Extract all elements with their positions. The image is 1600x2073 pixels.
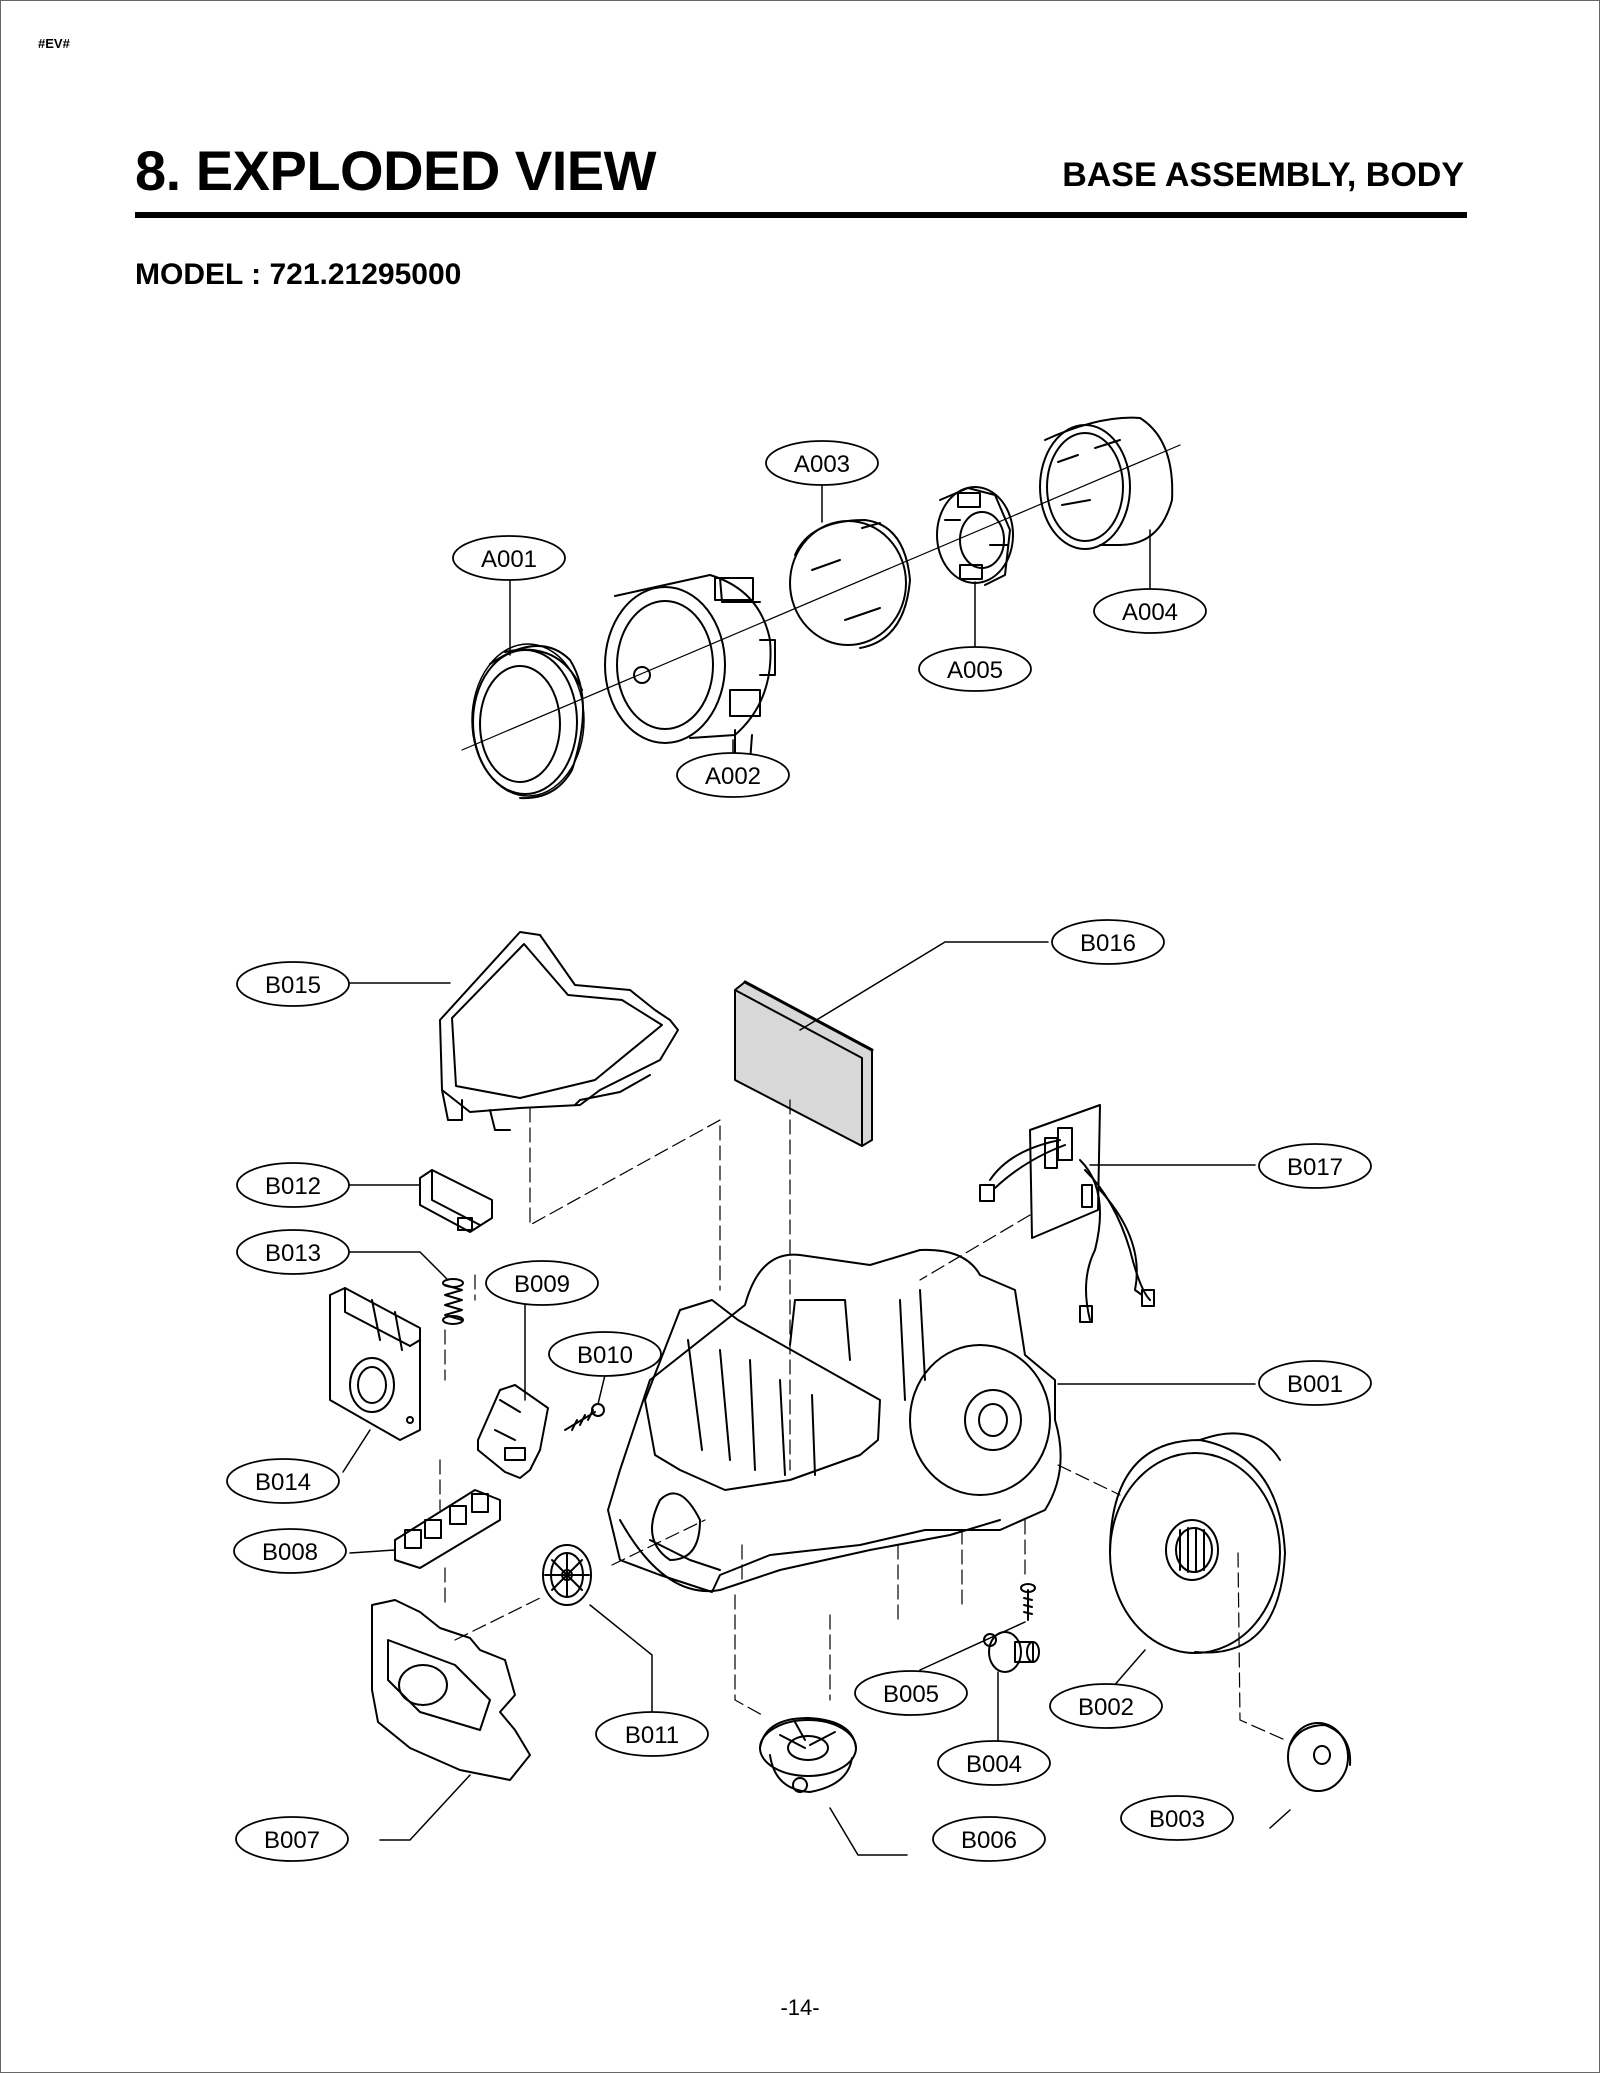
part-b011-wheel: [542, 1544, 592, 1606]
callout-a004: A004: [1093, 588, 1207, 634]
part-a004-cylinder: [1039, 416, 1174, 550]
page-title: 8. EXPLODED VIEW: [135, 139, 657, 202]
part-b002-wheel: [1109, 1432, 1286, 1654]
assembly-dashed-lines: [439, 1099, 1286, 1741]
callout-b002: B002: [1049, 1683, 1163, 1729]
part-b012-latch: [419, 1169, 493, 1233]
title-rule: [135, 212, 1467, 218]
callout-b007: B007: [235, 1816, 349, 1862]
callout-b014: B014: [226, 1458, 340, 1504]
part-b001-body: [607, 1248, 1062, 1593]
callout-b009: B009: [485, 1260, 599, 1306]
part-b013-spring: [442, 1278, 464, 1325]
callout-b009-label: B009: [514, 1271, 570, 1298]
callout-b016-label: B016: [1080, 930, 1136, 957]
callout-b005-label: B005: [883, 1681, 939, 1708]
b-leader-lines: [342, 941, 1291, 1856]
callout-a001: A001: [452, 535, 566, 581]
callout-b008: B008: [233, 1528, 347, 1574]
callout-b003-label: B003: [1149, 1806, 1205, 1833]
part-b008-buttons: [394, 1489, 501, 1569]
callout-a004-label: A004: [1122, 599, 1178, 626]
part-b003-cap: [1287, 1722, 1352, 1792]
part-a005-bracket: [936, 486, 1014, 586]
callout-b012-label: B012: [265, 1173, 321, 1200]
callout-b001: B001: [1258, 1360, 1372, 1406]
callout-b001-label: B001: [1287, 1371, 1343, 1398]
callout-b003: B003: [1120, 1795, 1234, 1841]
part-b014-holder: [329, 1287, 421, 1441]
part-b017-wiring: [979, 1104, 1155, 1323]
callout-b014-label: B014: [255, 1469, 311, 1496]
part-b005-screw: [1020, 1583, 1036, 1621]
callout-b004: B004: [937, 1740, 1051, 1786]
callout-b010: B010: [548, 1331, 662, 1377]
callout-b013-label: B013: [265, 1240, 321, 1267]
callout-b016: B016: [1051, 919, 1165, 965]
callout-b017-label: B017: [1287, 1154, 1343, 1181]
callout-b006: B006: [932, 1816, 1046, 1862]
part-b010-screw: [564, 1403, 605, 1431]
callout-b006-label: B006: [961, 1827, 1017, 1854]
callout-a005-label: A005: [947, 657, 1003, 684]
motor-axis: [461, 444, 1181, 751]
part-a002-motor: [604, 574, 776, 763]
model-label: MODEL : 721.21295000: [135, 258, 462, 291]
part-b004-knob: [983, 1631, 1040, 1673]
callout-b017: B017: [1258, 1143, 1372, 1189]
corner-tag: #EV#: [38, 36, 70, 51]
callout-b002-label: B002: [1078, 1694, 1134, 1721]
callout-b011-label: B011: [625, 1722, 679, 1749]
part-b016-filter: [734, 980, 874, 1147]
callout-b011: B011: [595, 1711, 709, 1757]
callout-b015: B015: [236, 961, 350, 1007]
section-title: BASE ASSEMBLY, BODY: [1062, 156, 1464, 194]
callout-b004-label: B004: [966, 1751, 1022, 1778]
callout-a001-label: A001: [481, 546, 537, 573]
callout-a002-label: A002: [705, 763, 761, 790]
callout-b012: B012: [236, 1162, 350, 1208]
callout-b005: B005: [854, 1670, 968, 1716]
callout-b015-label: B015: [265, 972, 321, 999]
callout-b013: B013: [236, 1229, 350, 1275]
page-number: -14-: [780, 1995, 820, 2020]
callout-b007-label: B007: [264, 1827, 320, 1854]
callout-a003-label: A003: [794, 451, 850, 478]
part-a001-gasket: [471, 643, 585, 800]
callout-b008-label: B008: [262, 1539, 318, 1566]
part-b009-clip: [477, 1384, 549, 1479]
part-a003-ring: [789, 519, 911, 649]
part-b015-frame: [439, 931, 679, 1131]
part-b007-cover: [371, 1599, 531, 1781]
callout-a005: A005: [918, 646, 1032, 692]
part-b006-castor: [759, 1717, 857, 1793]
callout-a002: A002: [676, 752, 790, 798]
callout-a003: A003: [765, 440, 879, 486]
callout-b010-label: B010: [577, 1342, 633, 1369]
